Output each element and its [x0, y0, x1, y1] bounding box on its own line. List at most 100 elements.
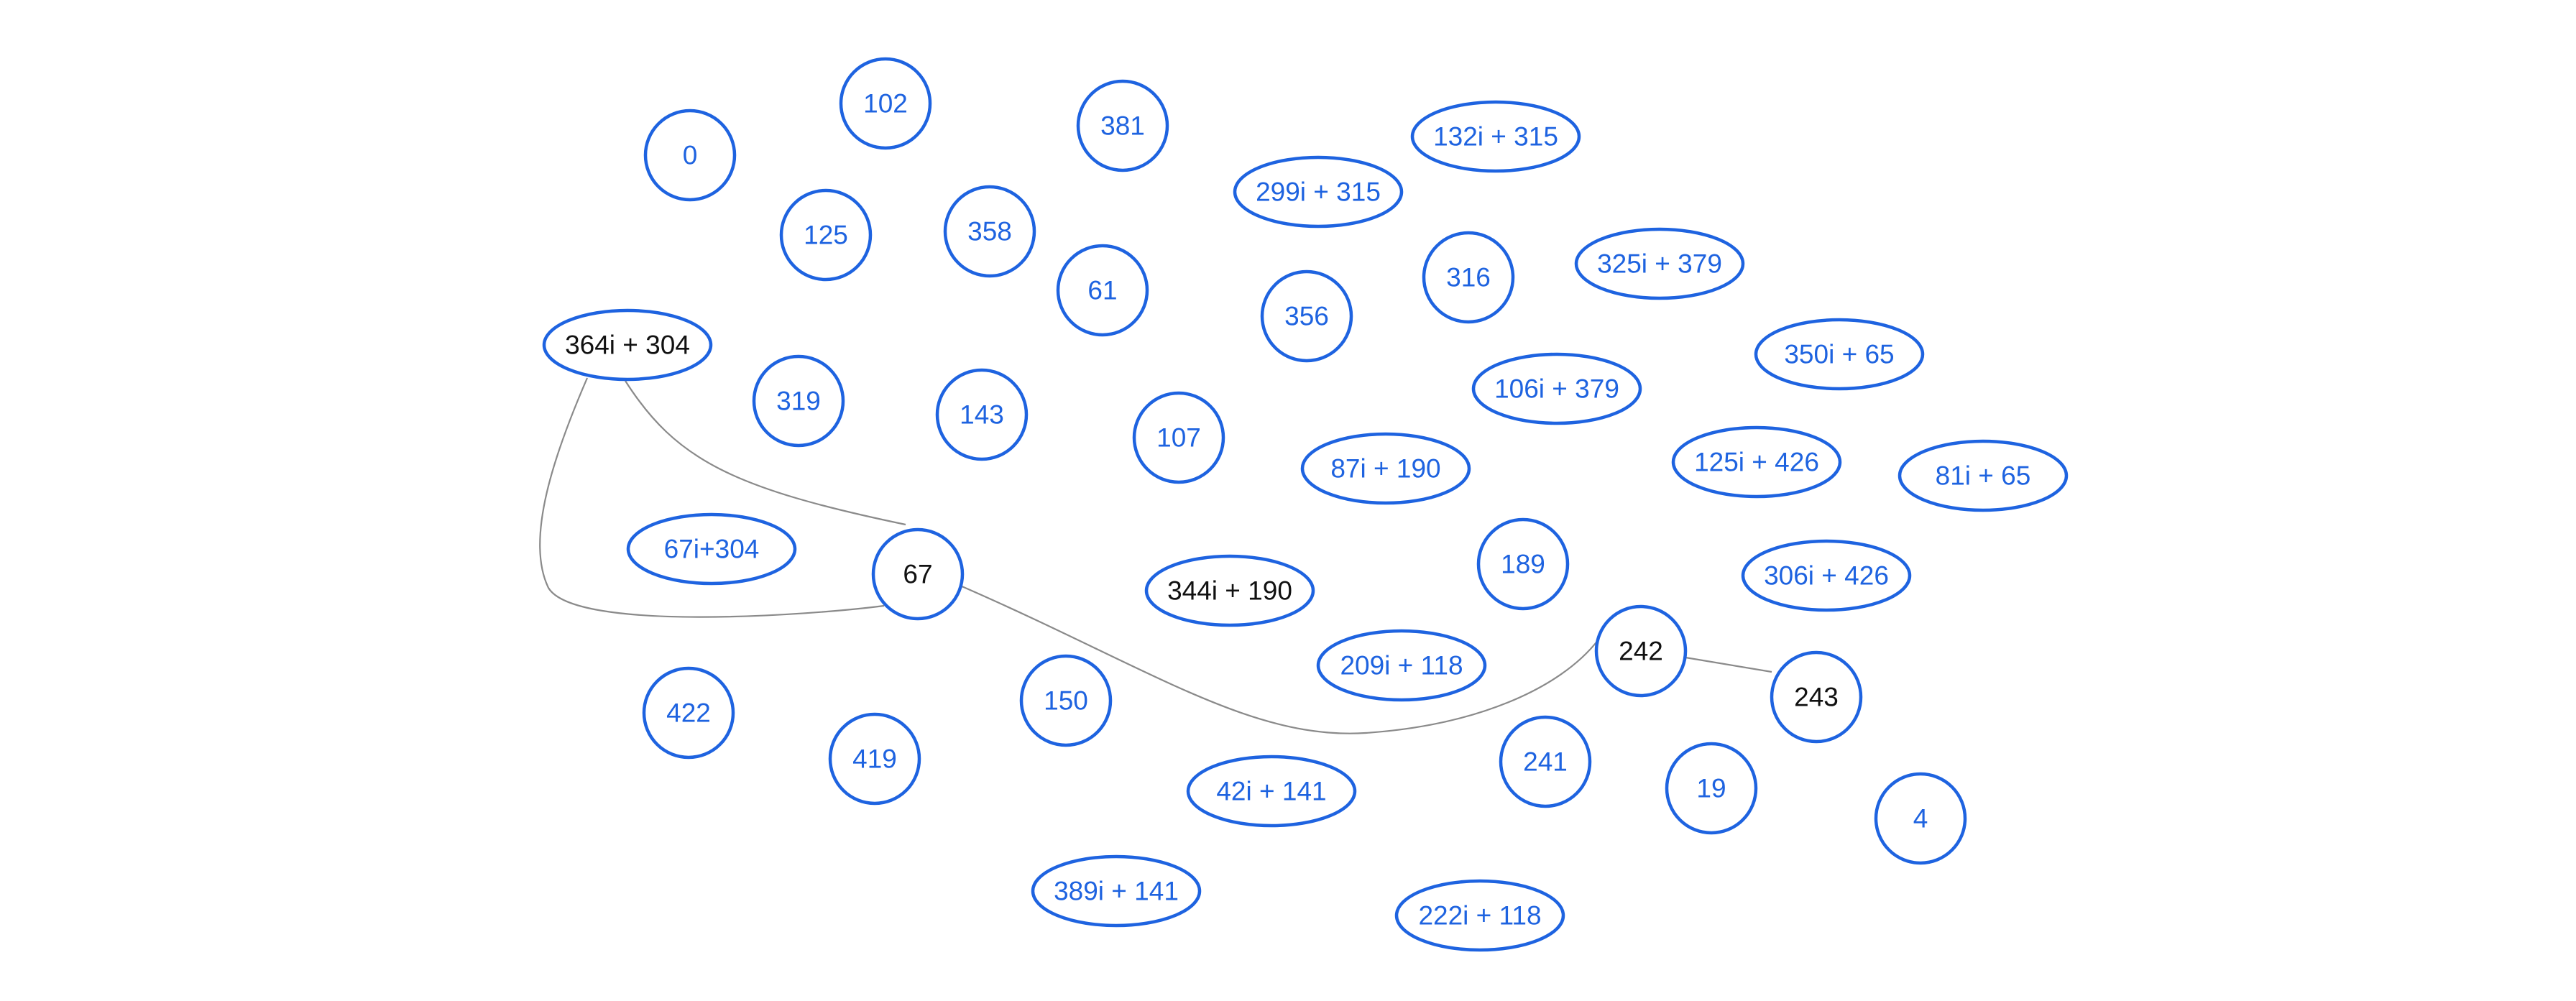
graph-node[interactable]: 364i + 304 [542, 308, 713, 382]
edge-n67-n242 [960, 584, 1599, 734]
node-label: 350i + 65 [1784, 340, 1894, 369]
node-shape[interactable] [1300, 432, 1471, 505]
edges-layer [539, 377, 1772, 734]
graph-node[interactable]: 81i + 65 [1898, 439, 2069, 512]
node-label: 81i + 65 [1936, 461, 2031, 491]
node-label: 222i + 118 [1418, 901, 1541, 931]
node-shape[interactable] [1741, 539, 1912, 612]
graph-node[interactable]: 306i + 426 [1741, 539, 1912, 612]
graph-node[interactable]: 243 [1770, 650, 1863, 744]
node-shape[interactable] [626, 512, 797, 586]
node-label: 106i + 379 [1494, 374, 1619, 404]
node-shape[interactable] [943, 185, 1036, 278]
graph-node[interactable]: 389i + 141 [1031, 854, 1202, 928]
graph-node[interactable]: 42i + 141 [1186, 755, 1357, 828]
graph-node[interactable]: 102 [839, 57, 932, 150]
node-label: 189 [1501, 550, 1545, 579]
graph-node[interactable]: 0 [643, 109, 737, 202]
graph-node[interactable]: 19 [1665, 742, 1758, 835]
graph-node[interactable]: 61 [1056, 244, 1149, 337]
node-shape[interactable] [871, 527, 965, 621]
node-shape[interactable] [935, 368, 1029, 461]
node-label: 241 [1523, 747, 1568, 777]
node-shape[interactable] [1260, 269, 1353, 363]
node-shape[interactable] [1031, 854, 1202, 928]
node-label: 243 [1794, 683, 1839, 712]
node-label: 150 [1044, 686, 1088, 716]
graph-node[interactable]: 4 [1874, 772, 1967, 865]
node-shape[interactable] [1132, 391, 1225, 484]
graph-node[interactable]: 344i + 190 [1144, 554, 1315, 627]
graph-node[interactable]: 87i + 190 [1300, 432, 1471, 505]
node-shape[interactable] [1476, 517, 1570, 611]
graph-node[interactable]: 242 [1594, 604, 1688, 698]
node-shape[interactable] [1770, 650, 1863, 744]
node-shape[interactable] [643, 109, 737, 202]
graph-node[interactable]: 381 [1076, 79, 1169, 172]
graph-node[interactable]: 316 [1422, 231, 1515, 324]
graph-node[interactable]: 319 [752, 354, 845, 448]
graph-node[interactable]: 419 [828, 712, 921, 806]
node-label: 381 [1100, 111, 1145, 141]
node-shape[interactable] [1874, 772, 1967, 865]
node-label: 125 [804, 221, 848, 250]
edge-n242-n243 [1685, 656, 1772, 673]
graph-node[interactable]: 106i + 379 [1471, 352, 1642, 425]
node-label: 356 [1284, 302, 1329, 331]
graph-node[interactable]: 350i + 65 [1754, 318, 1925, 391]
node-shape[interactable] [1499, 715, 1592, 808]
node-shape[interactable] [1316, 629, 1487, 702]
node-shape[interactable] [1898, 439, 2069, 512]
edge-n364i304-n344i190 [625, 380, 906, 526]
graph-node[interactable]: 356 [1260, 269, 1353, 363]
graph-node[interactable]: 358 [943, 185, 1036, 278]
node-label: 4 [1913, 804, 1928, 834]
node-shape[interactable] [1574, 227, 1745, 300]
graph-node[interactable]: 241 [1499, 715, 1592, 808]
node-label: 67i+304 [664, 535, 760, 564]
node-label: 19 [1696, 774, 1726, 803]
node-label: 107 [1156, 423, 1201, 453]
node-shape[interactable] [752, 354, 845, 448]
graph-node[interactable]: 67i+304 [626, 512, 797, 586]
node-shape[interactable] [1056, 244, 1149, 337]
graph-node[interactable]: 125i + 426 [1671, 425, 1842, 499]
node-shape[interactable] [839, 57, 932, 150]
graph-node[interactable]: 209i + 118 [1316, 629, 1487, 702]
node-label: 319 [776, 387, 821, 416]
node-shape[interactable] [779, 188, 873, 282]
graph-node[interactable]: 67 [871, 527, 965, 621]
node-shape[interactable] [1754, 318, 1925, 391]
graph-node[interactable]: 422 [642, 666, 735, 760]
graph-node[interactable]: 132i + 315 [1410, 100, 1581, 173]
node-label: 299i + 315 [1256, 177, 1381, 207]
node-label: 325i + 379 [1597, 249, 1722, 279]
graph-node[interactable]: 299i + 315 [1233, 155, 1404, 229]
graph-node[interactable]: 125 [779, 188, 873, 282]
node-label: 364i + 304 [565, 331, 690, 360]
graph-node[interactable]: 107 [1132, 391, 1225, 484]
node-shape[interactable] [542, 308, 713, 382]
node-shape[interactable] [1665, 742, 1758, 835]
node-shape[interactable] [1144, 554, 1315, 627]
node-shape[interactable] [642, 666, 735, 760]
node-label: 132i + 315 [1433, 122, 1558, 152]
node-shape[interactable] [1076, 79, 1169, 172]
graph-node[interactable]: 325i + 379 [1574, 227, 1745, 300]
node-shape[interactable] [1410, 100, 1581, 173]
graph-node[interactable]: 189 [1476, 517, 1570, 611]
node-shape[interactable] [1019, 654, 1113, 747]
graph-node[interactable]: 150 [1019, 654, 1113, 747]
node-shape[interactable] [1594, 604, 1688, 698]
graph-node[interactable]: 222i + 118 [1394, 879, 1565, 952]
node-shape[interactable] [828, 712, 921, 806]
node-label: 242 [1619, 637, 1663, 666]
node-shape[interactable] [1671, 425, 1842, 499]
node-shape[interactable] [1471, 352, 1642, 425]
node-shape[interactable] [1422, 231, 1515, 324]
node-shape[interactable] [1233, 155, 1404, 229]
graph-node[interactable]: 143 [935, 368, 1029, 461]
node-shape[interactable] [1186, 755, 1357, 828]
node-label: 209i + 118 [1340, 651, 1463, 681]
node-shape[interactable] [1394, 879, 1565, 952]
